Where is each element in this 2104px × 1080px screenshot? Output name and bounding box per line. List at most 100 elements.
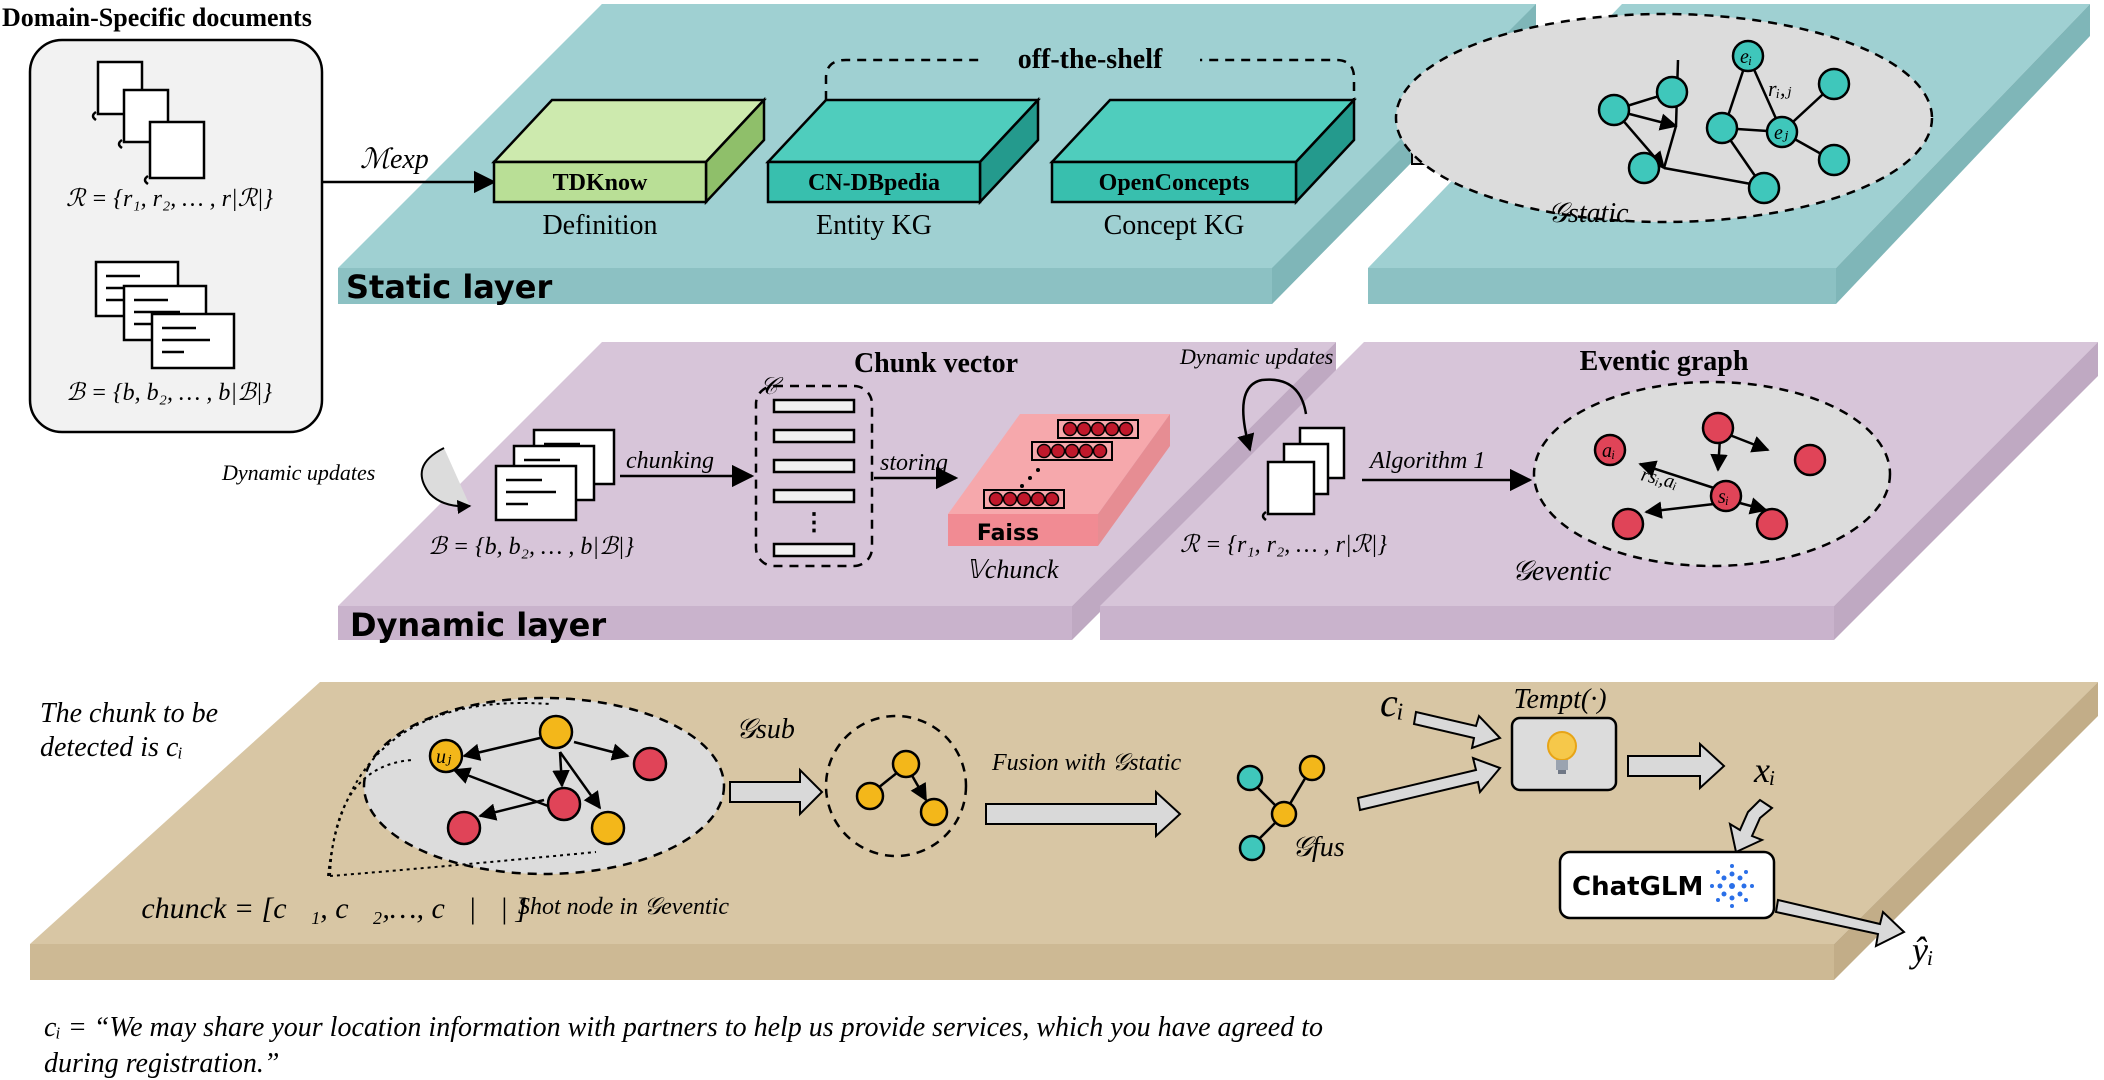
- static-node: [1817, 143, 1851, 177]
- sub-graph-edges: [452, 736, 630, 821]
- static-graph-ellipse: [1394, 12, 1934, 224]
- cn-dbpedia-box: [765, 96, 1041, 206]
- dynamic-layer-side-right: [1834, 342, 2098, 640]
- detection-layer-front: [30, 944, 1834, 980]
- fus-node: [1238, 834, 1266, 862]
- eventic-graph-nodes: [1593, 411, 1827, 541]
- ci-label: cᵢ: [1380, 680, 1404, 725]
- fusion-block-arrow: [985, 789, 1182, 839]
- gsub-small-edges: [877, 771, 928, 802]
- chunk-ellipsis: ⋮: [802, 510, 826, 536]
- eventic-node-ai: [1593, 433, 1627, 467]
- static-layer-side-right: [1836, 4, 2090, 304]
- static-layer-front-left: [338, 268, 1272, 304]
- gsub-small-nodes: [855, 749, 949, 827]
- xi-label: xᵢ: [1753, 750, 1776, 790]
- chunk-text-line2: detected is cᵢ: [40, 732, 183, 763]
- static-layer-label: Static layer: [346, 268, 552, 306]
- sub-node-uj-label: uⱼ: [436, 746, 452, 768]
- eventic-node: [1793, 443, 1827, 477]
- mexp-label: ℳexp: [360, 144, 429, 175]
- sub-node-uj: [428, 738, 464, 774]
- g-fus-label: 𝒢fus: [1292, 832, 1345, 863]
- off-shelf-label: off-the-shelf: [1018, 44, 1163, 75]
- chunk-vector-title: Chunk vector: [854, 348, 1018, 379]
- eventic-node-si: [1709, 479, 1743, 513]
- static-node-ei: [1731, 39, 1765, 73]
- sub-block-arrow: [729, 767, 824, 817]
- fus-node: [1236, 764, 1264, 792]
- off-shelf-bracket: [824, 58, 1356, 100]
- tempt-label: Tempt(·): [1513, 684, 1606, 715]
- static-edge-rij-label: rᵢ,ⱼ: [1768, 76, 1792, 101]
- faiss-label: Faiss: [977, 521, 1039, 546]
- dyn-updates-left-arrow: [420, 447, 472, 514]
- footer-line1: cᵢ = “We may share your location informa…: [44, 1012, 1323, 1043]
- dyn-b-formula: ℬ = {b, b₂, … , b|ℬ|}: [428, 534, 634, 560]
- footer-line2: during registration.”: [44, 1048, 279, 1079]
- g-eventic-label: 𝒢eventic: [1512, 556, 1612, 587]
- sub-node: [590, 810, 626, 846]
- chunking-label: chunking: [626, 448, 714, 474]
- gsub-small-circle: [824, 714, 968, 858]
- chunk-bars: [772, 398, 856, 558]
- yhat-label: ŷᵢ: [1909, 930, 1934, 970]
- eventic-node: [1701, 411, 1735, 445]
- docs-title: Domain-Specific documents: [2, 3, 312, 32]
- dyn-updates-right-arrow: [1237, 378, 1308, 452]
- shot-node-label: Shot node in 𝒢eventic: [518, 894, 729, 920]
- docs-r-formula: ℛ = {r₁, r₂, … , r|ℛ|}: [66, 186, 273, 212]
- detection-layer: [30, 682, 2098, 980]
- static-layer-front-right: [1368, 268, 1836, 304]
- docs-b-formula: ℬ = {b, b₂, … , b|ℬ|}: [66, 380, 272, 406]
- static-node-ej-label: eⱼ: [1774, 122, 1789, 144]
- shot-links: [327, 702, 597, 877]
- chatglm-label: ChatGLM: [1572, 872, 1703, 902]
- dynamic-layer-front-right: [1100, 606, 1834, 640]
- tdknow-caption: Definition: [542, 210, 657, 241]
- static-node-ei-label: eᵢ: [1740, 46, 1752, 68]
- eventic-graph-ellipse: [1532, 380, 1892, 568]
- static-node: [1747, 171, 1781, 205]
- openconcepts-caption: Concept KG: [1104, 210, 1245, 241]
- eventic-node-ai-label: aᵢ: [1602, 440, 1615, 462]
- scroll-stack-icon: [91, 60, 206, 186]
- dyn-scrolls-icon: [1261, 426, 1346, 522]
- v-chunck-formula: 𝕍chunck = [c⃗₁, c⃗₂,…, c⃗|𝒞| ]: [118, 892, 527, 925]
- eventic-node: [1611, 507, 1645, 541]
- down-block-arrow: [1728, 798, 1774, 854]
- eventic-node-si-label: sᵢ: [1718, 486, 1729, 508]
- tdknow-box: [491, 96, 767, 206]
- gsub-node: [891, 749, 921, 779]
- v-chunck-label: 𝕍chunck: [966, 555, 1059, 584]
- tdknow-label: TDKnow: [553, 170, 648, 196]
- chunk-text-line1: The chunk to be: [40, 698, 218, 729]
- dyn-docs-icon: [494, 428, 616, 522]
- chunk-container: [754, 384, 874, 568]
- document-stack-icon: [94, 260, 236, 370]
- dynamic-content: Dynamic updates ℬ = {b, b₂, … , b|ℬ|} ch…: [221, 344, 1892, 587]
- docs-box: [28, 38, 324, 434]
- sub-node: [546, 786, 582, 822]
- sub-node: [632, 746, 668, 782]
- openconcepts-box: [1049, 96, 1357, 206]
- algorithm-label: Algorithm 1: [1368, 448, 1485, 474]
- dynamic-layer-side: [1072, 342, 1336, 640]
- fus-graph-nodes: [1236, 754, 1326, 862]
- fus-block-arrow: [1356, 756, 1502, 812]
- static-node: [1705, 111, 1739, 145]
- eventic-graph-title: Eventic graph: [1580, 346, 1749, 377]
- faiss-vectors: [983, 419, 1139, 509]
- fusion-label: Fusion with 𝒢static: [991, 750, 1181, 776]
- lightbulb-icon: [1547, 731, 1577, 774]
- gsub-node: [855, 781, 885, 811]
- xi-block-arrow: [1627, 741, 1726, 791]
- sub-node: [446, 810, 482, 846]
- static-node-ej: [1765, 115, 1799, 149]
- yhat-block-arrow: [1774, 898, 1906, 948]
- gsub-node: [919, 797, 949, 827]
- fus-node: [1298, 754, 1326, 782]
- detection-layer-side: [1834, 682, 2098, 980]
- static-node: [1817, 67, 1851, 101]
